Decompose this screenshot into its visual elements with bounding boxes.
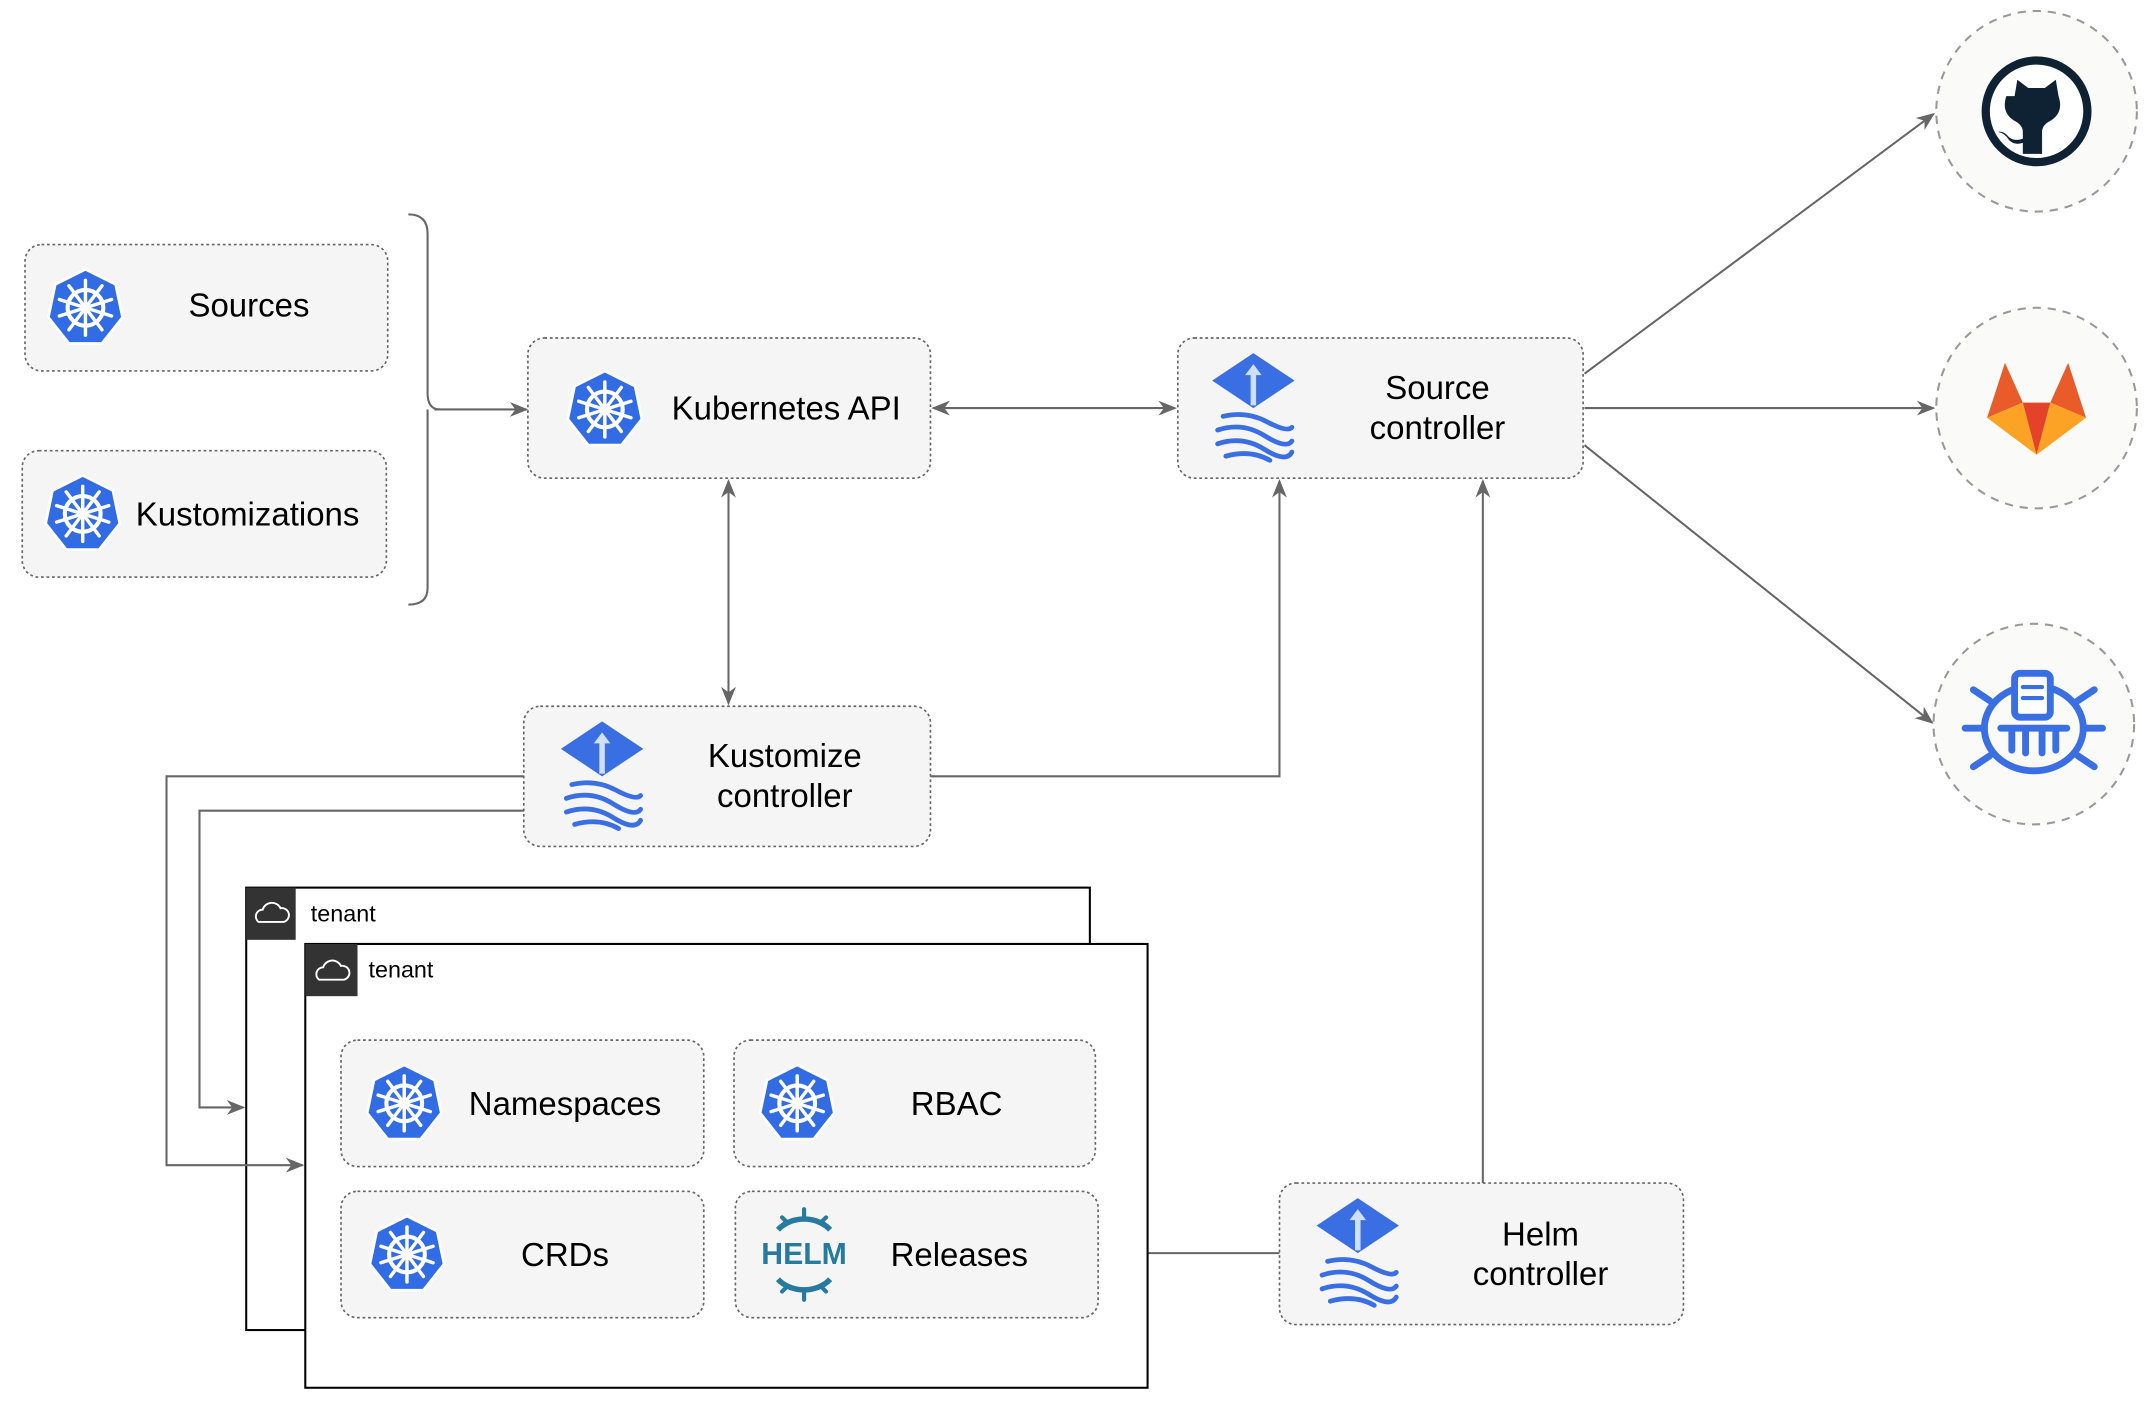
tenant-label: tenant [369,957,434,983]
external-gitlab[interactable] [1935,306,2138,510]
svg-text:HELM: HELM [761,1238,847,1271]
node-label: Kubernetes API [672,390,901,427]
bucket-icon [1961,669,2106,775]
node-label: Namespaces [469,1085,661,1122]
node-label: Kustomizations [136,495,360,532]
node-label: RBAC [911,1085,1003,1122]
external-bucket[interactable] [1932,622,2136,826]
node-label-line1: Kustomize [708,737,862,774]
gitlab-icon [1987,362,2087,455]
node-helm-controller[interactable]: Helm controller [1278,1182,1685,1326]
node-namespaces[interactable]: Namespaces [340,1039,705,1168]
node-label-line2: controller [717,777,853,814]
edge-kustomize-to-tenant-back [198,809,524,1115]
edge-kustomize-to-source [930,479,1287,778]
node-label: Releases [891,1236,1028,1273]
cloud-icon [315,959,351,981]
tenant-label: tenant [311,900,376,926]
edge-source-to-bucket [1583,444,1934,724]
node-sources[interactable]: Sources [24,243,389,372]
node-label-line1: Source [1385,369,1489,406]
edge-source-to-github [1583,112,1936,375]
node-kustomizations[interactable]: Kustomizations [21,449,388,578]
edge-kustomize-to-tenant-front [165,775,524,1173]
node-source-controller[interactable]: Source controller [1176,337,1584,479]
node-crds[interactable]: CRDs [340,1190,705,1319]
node-rbac[interactable]: RBAC [733,1039,1097,1168]
node-label: CRDs [521,1236,609,1273]
node-kubernetes-api[interactable]: Kubernetes API [527,337,932,479]
external-github[interactable] [1935,9,2138,213]
grouping-brace [408,213,441,606]
node-kustomize-controller[interactable]: Kustomize controller [522,705,932,848]
node-releases[interactable]: HELM Releases [734,1190,1099,1319]
node-label-line1: Helm [1502,1215,1579,1252]
cloud-icon [254,901,290,923]
node-label: Sources [188,286,309,323]
helm-icon: HELM [761,1207,847,1302]
node-label-line2: controller [1370,409,1506,446]
node-label-line2: controller [1473,1255,1609,1292]
github-icon [1981,56,2092,167]
